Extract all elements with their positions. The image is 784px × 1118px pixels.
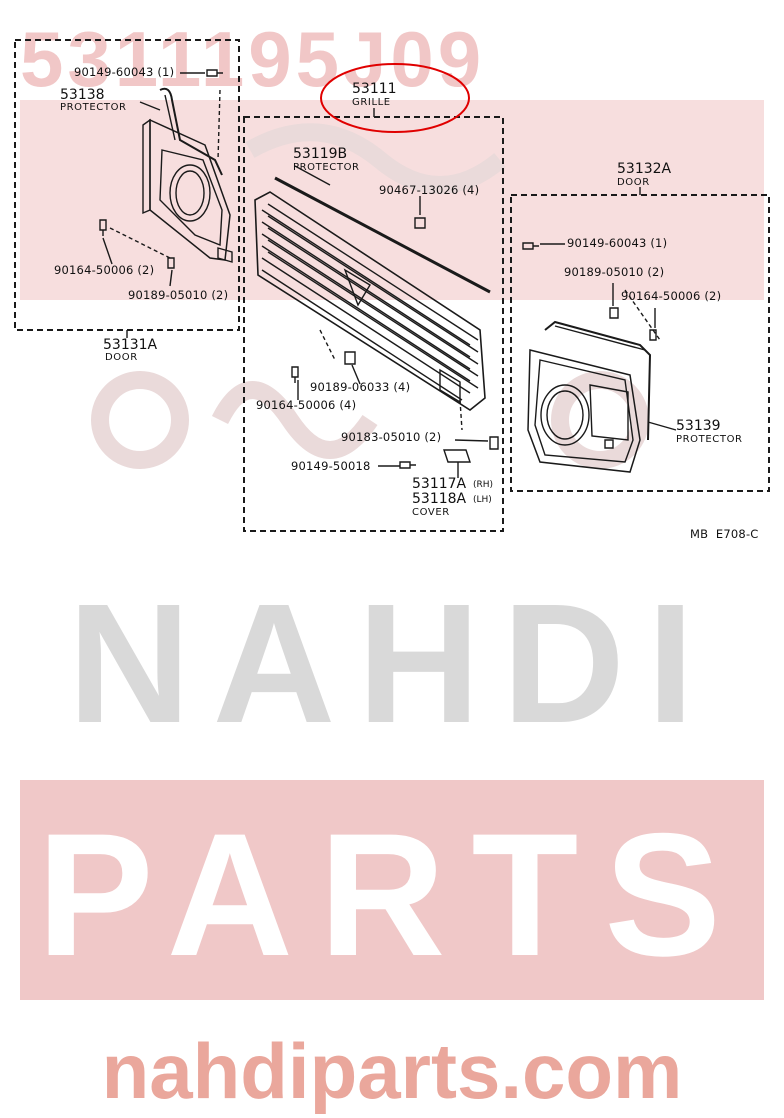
cover-lh-side: (LH) bbox=[473, 495, 492, 505]
cover-icon bbox=[443, 449, 471, 463]
left-protector-part-no: 53138 bbox=[60, 87, 105, 103]
left-screw-label: 90149-60043 (1) bbox=[74, 65, 175, 79]
grille-nut-label: 90189-06033 (4) bbox=[310, 380, 411, 394]
screw-icon bbox=[206, 69, 223, 77]
left-clip-label: 90189-05010 (2) bbox=[128, 288, 229, 302]
cover-rh-side: (RH) bbox=[473, 480, 494, 490]
clip-icon bbox=[167, 257, 175, 269]
nut-icon bbox=[344, 351, 356, 365]
grille-screw-label: 90149-50018 bbox=[291, 459, 371, 473]
left-bolt-label: 90164-50006 (2) bbox=[54, 263, 155, 277]
grille-highlight-circle bbox=[320, 63, 470, 133]
screw-icon bbox=[99, 219, 107, 236]
right-protector-part-no: 53139 bbox=[676, 418, 721, 434]
right-door-part-no: 53132A bbox=[617, 161, 672, 177]
right-group-border bbox=[510, 194, 770, 492]
right-screw-label: 90149-60043 (1) bbox=[567, 236, 668, 250]
center-group-border bbox=[243, 116, 504, 532]
grille-bolt-label: 90164-50006 (4) bbox=[256, 398, 357, 412]
figure-reference: MB E708-C bbox=[690, 527, 759, 541]
center-protector-desc: PROTECTOR bbox=[293, 162, 360, 173]
right-protector-desc: PROTECTOR bbox=[676, 434, 743, 445]
cover-desc: COVER bbox=[412, 507, 450, 518]
screw-icon bbox=[649, 329, 657, 341]
right-clip-label: 90189-05010 (2) bbox=[564, 265, 665, 279]
cover-lh-part-no: 53118A bbox=[412, 491, 467, 507]
left-door-part-no: 53131A bbox=[103, 337, 158, 353]
grille-drawing bbox=[254, 176, 491, 431]
grille-part-no: 53111 bbox=[352, 81, 397, 97]
clip-icon bbox=[609, 307, 619, 319]
cover-rh-part-no: 53117A bbox=[412, 476, 467, 492]
right-bolt-label: 90164-50006 (2) bbox=[621, 289, 722, 303]
left-group-border bbox=[14, 39, 240, 331]
screw-icon bbox=[399, 461, 416, 469]
center-protector-part-no: 53119B bbox=[293, 146, 348, 162]
grille-clip2-label: 90183-05010 (2) bbox=[341, 430, 442, 444]
right-door-drawing bbox=[527, 320, 652, 473]
left-door-desc: DOOR bbox=[105, 352, 138, 363]
group-borders bbox=[14, 39, 770, 532]
left-protector-desc: PROTECTOR bbox=[60, 102, 127, 113]
grille-clip-icon bbox=[414, 217, 426, 229]
screw-icon bbox=[522, 242, 539, 250]
grille-clip-label: 90467-13026 (4) bbox=[379, 183, 480, 197]
left-door-drawing bbox=[109, 87, 233, 263]
clip-icon bbox=[489, 436, 499, 450]
screw-icon bbox=[291, 366, 299, 383]
grille-desc: GRILLE bbox=[352, 97, 391, 108]
right-door-desc: DOOR bbox=[617, 177, 650, 188]
